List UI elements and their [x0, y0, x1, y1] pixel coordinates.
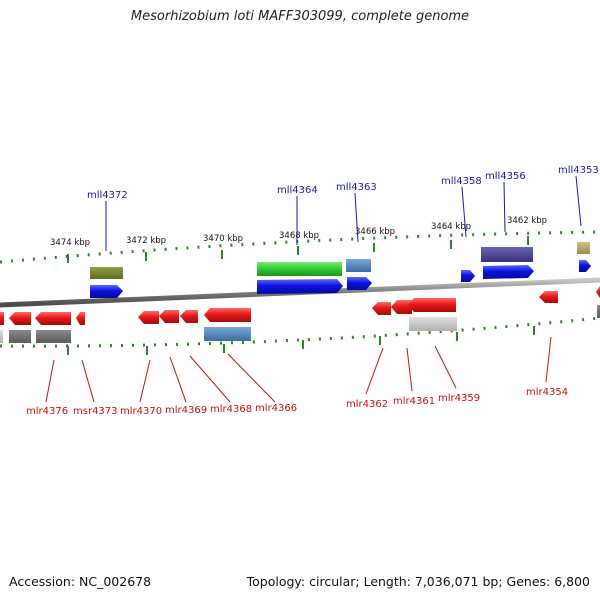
- reverse-genes: [0, 286, 600, 325]
- bottom-leaders: [45, 336, 552, 403]
- gene-label: mlr4366: [255, 403, 297, 414]
- forward-gene-arrow: [461, 270, 475, 282]
- gene-box: [409, 317, 457, 331]
- gene-label: mll4372: [87, 190, 128, 201]
- gene-label: mlr4370: [120, 406, 162, 417]
- gene-box: [346, 259, 371, 272]
- gene-box: [481, 247, 533, 262]
- reverse-gene-arrow: [35, 312, 71, 325]
- gene-box: [597, 305, 600, 318]
- inner-scale-arc: [0, 316, 600, 348]
- gene-label: mlr4354: [526, 387, 568, 398]
- scale-label: 3472 kbp: [126, 236, 166, 246]
- reverse-gene-arrow: [596, 286, 600, 298]
- scale-label: 3464 kbp: [431, 222, 471, 232]
- gene-label: mlr4368: [210, 404, 252, 415]
- gene-box: [90, 267, 123, 279]
- scale-label: 3474 kbp: [50, 238, 90, 248]
- reverse-gene-arrow: [159, 310, 179, 323]
- reverse-gene-arrow: [180, 310, 198, 323]
- scale-label: 3466 kbp: [355, 227, 395, 237]
- gene-label: mlr4361: [393, 396, 435, 407]
- scale-labels: 3474 kbp 3472 kbp 3470 kbp 3468 kbp 3466…: [50, 216, 547, 248]
- outer-major-ticks: [67, 236, 529, 263]
- gene-label: msr4373: [73, 406, 118, 417]
- gene-box: [257, 262, 342, 276]
- gene-box: [0, 330, 3, 343]
- gene-box: [9, 330, 31, 343]
- forward-gene-arrow: [90, 285, 123, 298]
- gene-label: mll4364: [277, 185, 318, 196]
- scale-label: 3470 kbp: [203, 234, 243, 244]
- forward-gene-arrow: [257, 279, 343, 294]
- top-leaders: [105, 175, 582, 251]
- top-features: [90, 242, 590, 279]
- scale-label: 3468 kbp: [279, 231, 319, 241]
- reverse-gene-arrow: [539, 291, 558, 303]
- gene-label: mlr4376: [26, 406, 68, 417]
- bottom-gene-labels: mlr4376 msr4373 mlr4370 mlr4369 mlr4368 …: [26, 387, 568, 417]
- reverse-gene-arrow: [391, 300, 412, 314]
- gene-label: mlr4369: [165, 405, 207, 416]
- gene-label: mll4356: [485, 171, 526, 182]
- gene-box: [36, 330, 71, 343]
- reverse-gene-arrow: [372, 302, 391, 315]
- accession-text: Accession: NC_002678: [9, 574, 152, 589]
- reverse-gene-arrow: [0, 312, 4, 325]
- gene-label: mlr4362: [346, 399, 388, 410]
- forward-gene-arrow: [579, 260, 591, 272]
- genome-title: Mesorhizobium loti MAFF303099, complete …: [130, 9, 470, 24]
- forward-genes: [90, 260, 591, 298]
- gene-box: [577, 242, 590, 254]
- reverse-gene-arrow: [76, 312, 85, 325]
- reverse-gene-arrow: [138, 311, 159, 324]
- forward-gene-arrow: [347, 277, 372, 290]
- bottom-features: [0, 305, 600, 343]
- forward-gene-arrow: [483, 265, 534, 279]
- gene-label: mll4353: [558, 165, 599, 176]
- gene-label: mll4363: [336, 182, 377, 193]
- reverse-gene-arrow: [9, 312, 31, 325]
- gene-box: [204, 327, 251, 341]
- gene-label: mlr4359: [438, 393, 480, 404]
- inner-major-ticks: [67, 326, 535, 355]
- genome-summary-text: Topology: circular; Length: 7,036,071 bp…: [246, 574, 590, 589]
- reverse-gene-arrow: [204, 308, 251, 322]
- top-gene-labels: mll4372 mll4364 mll4363 mll4358 mll4356 …: [87, 165, 599, 201]
- gene-label: mll4358: [441, 176, 482, 187]
- reverse-gene-arrow: [408, 298, 456, 312]
- scale-label: 3462 kbp: [507, 216, 547, 226]
